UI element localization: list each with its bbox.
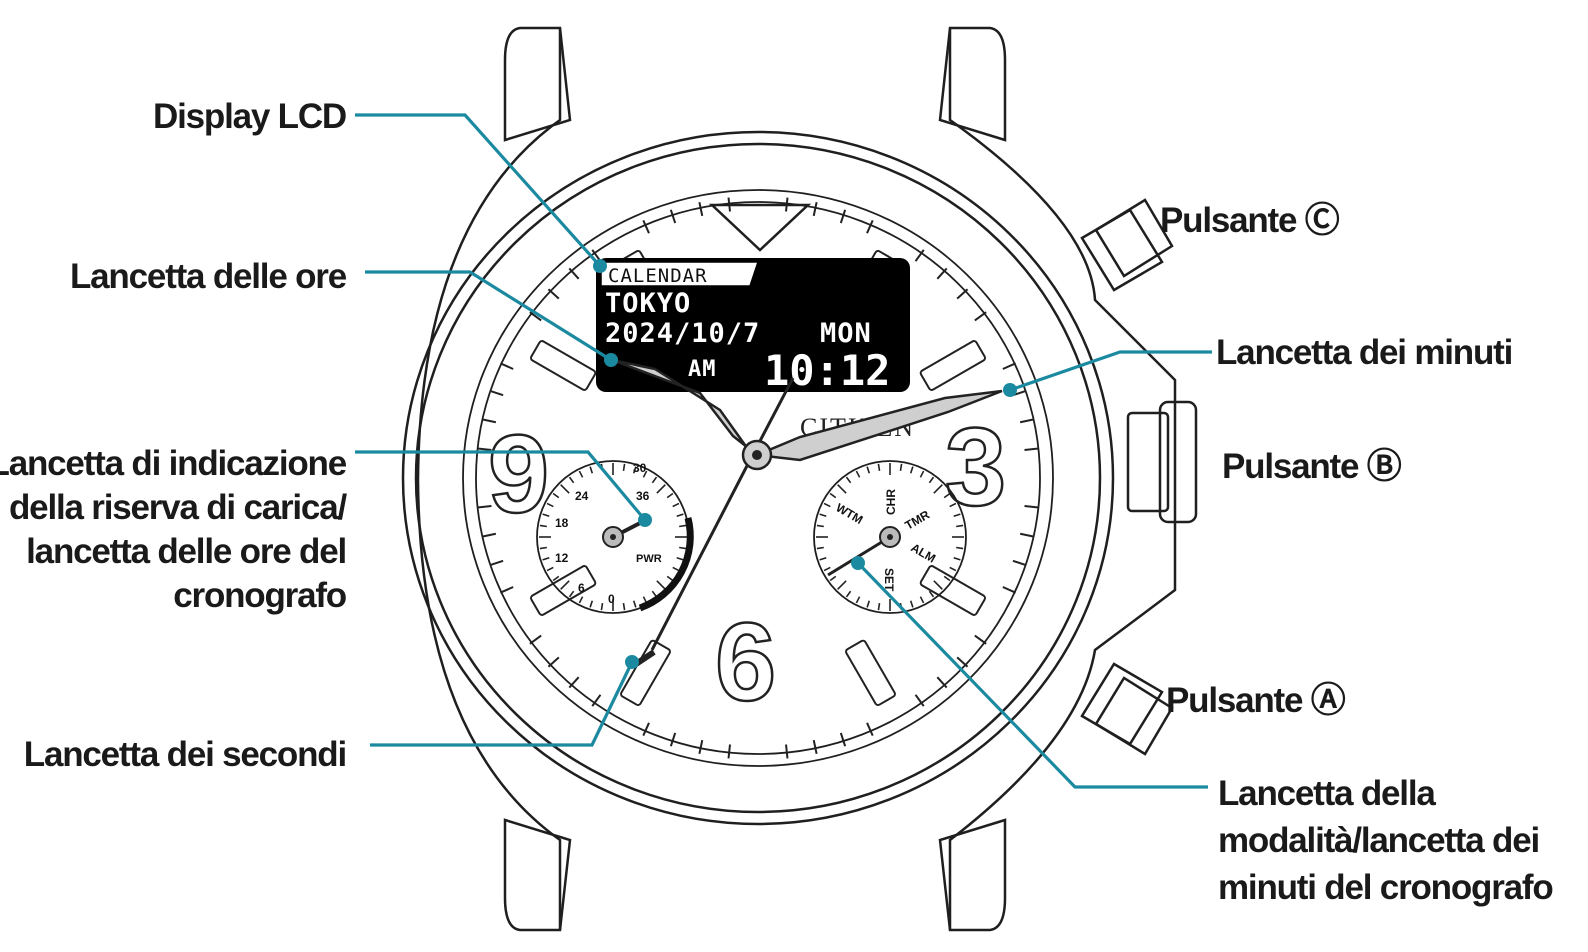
mode-subdial: CHR TMR ALM SET WTM — [813, 460, 967, 614]
label-power-reserve-line3: lancetta delle ore del — [26, 532, 346, 571]
label-button-b: Pulsante Ⓑ — [1222, 447, 1402, 486]
power-reserve-subdial: 30 36 24 18 12 6 0 PWR — [536, 460, 694, 614]
pr-scale-36: 36 — [636, 489, 650, 503]
pr-scale-0: 0 — [608, 592, 615, 606]
pr-scale-30: 30 — [633, 461, 647, 475]
label-button-a: Pulsante Ⓐ — [1166, 681, 1346, 720]
label-second-hand: Lancetta dei secondi — [24, 735, 346, 774]
lcd-time: 10:12 — [764, 346, 890, 395]
lcd-display: CALENDAR TOKYO 2024/10/7 MON AM 10:12 — [596, 258, 910, 395]
minute-track — [477, 197, 1039, 759]
hour-hand — [611, 358, 758, 456]
button-c[interactable] — [1080, 198, 1174, 292]
main-hands — [611, 358, 1003, 667]
label-mode-hand-line2: modalità/lancetta dei — [1218, 821, 1539, 860]
button-b[interactable] — [1126, 400, 1198, 524]
pr-scale-18: 18 — [555, 516, 569, 530]
mode-alm: ALM — [909, 540, 939, 565]
label-mode-hand-line1: Lancetta della — [1218, 774, 1436, 813]
pr-scale-6: 6 — [578, 581, 585, 595]
label-button-c: Pulsante Ⓒ — [1160, 201, 1340, 240]
mode-chr: CHR — [884, 489, 898, 515]
label-power-reserve-line4: cronografo — [173, 576, 347, 615]
button-a[interactable] — [1080, 662, 1174, 756]
mode-tmr: TMR — [903, 507, 933, 532]
lcd-city: TOKYO — [605, 288, 691, 319]
numeral-nine: 9 — [488, 413, 549, 536]
label-minute-hand: Lancetta dei minuti — [1216, 333, 1512, 372]
label-mode-hand-line3: minuti del cronografo — [1218, 868, 1553, 907]
label-power-reserve-line2: della riserva di carica/ — [9, 488, 347, 527]
lcd-mode: CALENDAR — [608, 265, 708, 287]
lcd-ampm: AM — [688, 357, 717, 382]
bezel-outer — [401, 130, 1115, 826]
pr-scale-24: 24 — [575, 489, 589, 503]
leader-lines — [355, 113, 1212, 789]
label-hour-hand: Lancetta delle ore — [70, 257, 347, 296]
lcd-weekday: MON — [820, 318, 872, 349]
watch-case — [401, 26, 1177, 932]
lcd-date: 2024/10/7 — [605, 318, 760, 349]
label-display-lcd: Display LCD — [153, 97, 346, 136]
label-power-reserve-line1: Lancetta di indicazione — [0, 444, 347, 483]
mode-wtm: WTM — [834, 500, 866, 526]
minute-hand — [752, 389, 1003, 462]
dial-rim — [462, 189, 1054, 767]
numeral-three: 3 — [945, 406, 1006, 529]
callout-labels: Display LCD Lancetta delle ore Lancetta … — [0, 97, 1555, 907]
mode-set: SET — [882, 568, 896, 592]
pr-caption: PWR — [636, 553, 662, 565]
pr-scale-12: 12 — [555, 551, 569, 565]
numeral-six: 6 — [715, 601, 776, 724]
twelve-marker — [708, 203, 812, 252]
